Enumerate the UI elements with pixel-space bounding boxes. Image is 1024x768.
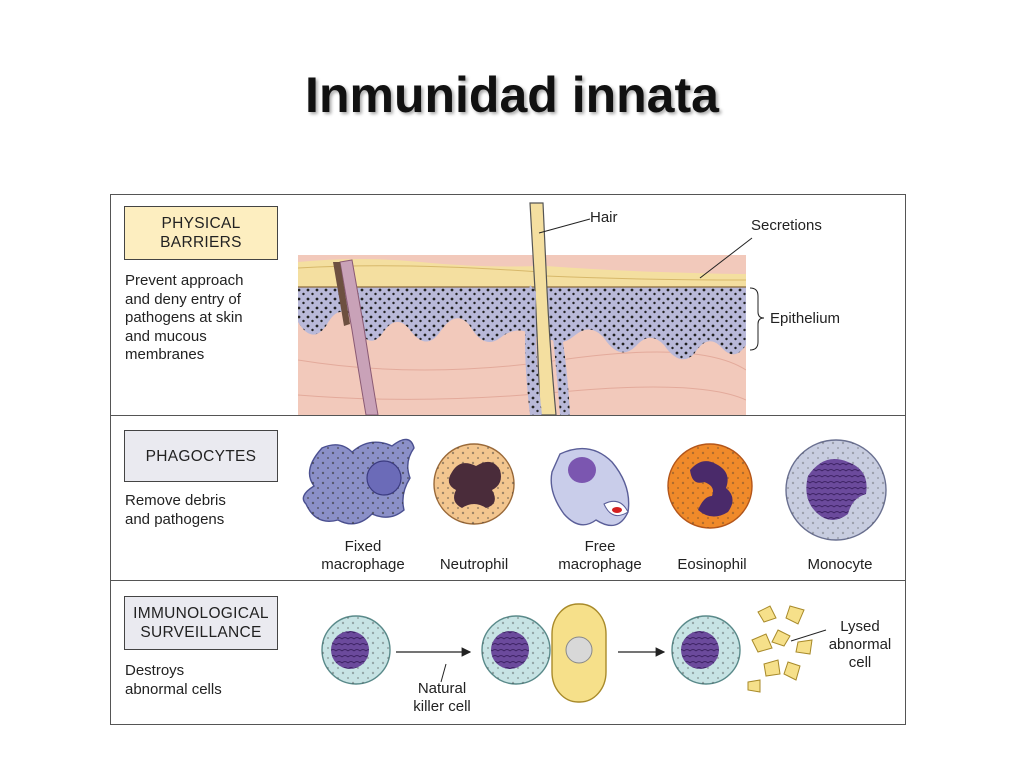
abnormal-cell xyxy=(551,603,607,703)
phagocytes-label: PHAGOCYTES xyxy=(124,430,278,482)
fixed-macrophage-label: Fixed macrophage xyxy=(321,538,405,573)
row-divider xyxy=(110,580,906,581)
nk-cell xyxy=(321,615,391,685)
surveillance-description: Destroys abnormal cells xyxy=(125,662,222,698)
row-divider xyxy=(110,415,906,416)
monocyte-cell xyxy=(785,439,887,541)
epithelium-label: Epithelium xyxy=(770,310,841,327)
natural-killer-cell-label: Natural killer cell xyxy=(413,680,471,715)
immunological-surveillance-label: IMMUNOLOGICAL SURVEILLANCE xyxy=(124,596,278,650)
lysed-cell-fragments xyxy=(747,605,813,693)
fixed-macrophage-cell xyxy=(302,438,415,525)
secretions-label: Secretions xyxy=(751,217,822,234)
eosinophil-cell xyxy=(667,443,753,529)
nk-cell xyxy=(481,615,551,685)
monocyte-label: Monocyte xyxy=(807,556,873,573)
neutrophil-label: Neutrophil xyxy=(439,556,509,573)
eosinophil-label: Eosinophil xyxy=(677,556,747,573)
free-macrophage-label: Free macrophage xyxy=(558,538,642,573)
hair-label: Hair xyxy=(590,209,618,226)
nk-cell xyxy=(671,615,741,685)
hair-shaft xyxy=(529,202,557,416)
free-macrophage-cell xyxy=(550,447,630,527)
slide-title: Inmunidad innata xyxy=(305,67,719,123)
lysed-abnormal-cell-label: Lysed abnormal cell xyxy=(828,618,892,671)
physical-barriers-label: PHYSICAL BARRIERS xyxy=(124,206,278,260)
phagocytes-description: Remove debris and pathogens xyxy=(125,492,226,528)
physical-barriers-description: Prevent approach and deny entry of patho… xyxy=(125,272,244,363)
neutrophil-cell xyxy=(433,443,515,525)
